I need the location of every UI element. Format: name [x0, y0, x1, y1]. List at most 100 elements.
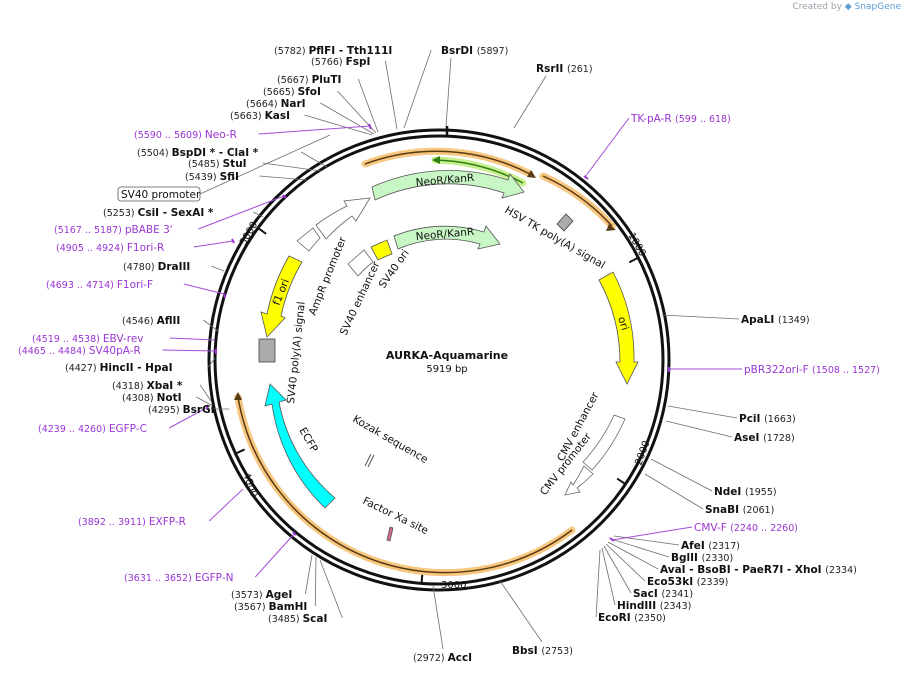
site-leader: [607, 541, 659, 570]
tick-label: 1000: [625, 231, 647, 259]
kozak-mark-2: [367, 454, 375, 468]
site-position: (2334): [825, 565, 857, 576]
boxed-label-text: SV40 promoter: [121, 189, 201, 201]
site-leader: [199, 384, 212, 402]
site-leader: [499, 580, 543, 643]
site-text: SnaBI (2061): [705, 504, 774, 516]
site-position: (3485): [268, 614, 303, 625]
site-position: (5663): [230, 111, 265, 122]
site-label: (4427) HincII - HpaI: [65, 362, 172, 374]
site-label: SnaBI (2061): [705, 504, 774, 516]
site-position: (4318): [112, 381, 147, 392]
site-label: (4546) AflII: [122, 315, 180, 327]
primer-leader: [198, 195, 285, 230]
site-text: BglII (2330): [671, 552, 733, 564]
site-label: (5665) SfoI: [263, 86, 321, 98]
boxed-label-frame: [117, 186, 201, 202]
primer-mark-cmv-f: [609, 537, 615, 542]
feature-label-kozak: Kozak sequence: [351, 413, 430, 466]
snapgene-logo-icon: ◆: [844, 2, 852, 12]
site-text: (5485) StuI: [188, 158, 247, 170]
credit-prefix: Created by: [792, 2, 842, 12]
site-position: (2339): [697, 577, 729, 588]
boxed-label-leader: [199, 134, 331, 195]
site-name: SfiI: [220, 171, 239, 183]
site-text: (5253) CsiI - SexAI *: [103, 207, 214, 219]
primer-label: (5590 .. 5609) Neo-R: [134, 129, 237, 141]
site-text: ApaLI (1349): [741, 314, 810, 326]
site-name: SacI: [633, 588, 661, 600]
site-text: (3573) AgeI: [231, 589, 292, 601]
site-leader: [357, 78, 379, 133]
site-leader: [300, 151, 328, 168]
primer-label: (3892 .. 3911) EXFP-R: [78, 516, 186, 528]
site-position: (1349): [778, 315, 810, 326]
feature-label-neor-inner: NeoR/KanR: [415, 226, 474, 243]
primer-label: (3631 .. 3652) EGFP-N: [124, 572, 233, 584]
backbone-outer: [207, 128, 671, 592]
site-text: (3485) ScaI: [268, 613, 327, 625]
primer-range: (4519 .. 4538): [32, 334, 103, 345]
primer-leader: [254, 532, 296, 578]
cmv-promoter-arrow: [564, 465, 594, 496]
sv40-polya-block: [258, 338, 276, 363]
feature-label-f1-ori: f1 ori: [271, 277, 292, 307]
site-text: (5504) BspDI * - ClaI *: [137, 147, 259, 159]
site-position: (3567): [234, 602, 269, 613]
primer-text: CMV-F (2240 .. 2260): [694, 522, 798, 534]
site-name: NdeI: [714, 486, 745, 498]
site-name: FspI: [346, 56, 371, 68]
primer-mark-egfp-c: [206, 404, 209, 411]
site-name: StuI: [223, 158, 247, 170]
primer-text: pBR322ori-F (1508 .. 1527): [744, 364, 880, 376]
primer-mark-neo-r: [368, 123, 372, 130]
primer-name: F1ori-F: [117, 279, 153, 291]
site-name: AflII: [157, 315, 181, 327]
site-label: (3485) ScaI: [268, 613, 327, 625]
site-name: AfeI: [681, 540, 708, 552]
neor-inner-arrow: [393, 225, 501, 250]
site-text: BsrDI (5897): [441, 45, 508, 57]
tick-mark: [616, 477, 626, 485]
site-leader: [305, 554, 313, 595]
orf-top-line: [364, 150, 531, 175]
site-label: BglII (2330): [671, 552, 733, 564]
primer-label: TK-pA-R (599 .. 618): [630, 113, 731, 125]
site-text: NdeI (1955): [714, 486, 777, 498]
site-text: (4308) NotI: [122, 392, 182, 404]
primer-name: EGFP-C: [109, 423, 147, 435]
site-name: Eco53kI: [647, 576, 697, 588]
ampr-promoter-arrow-2: [315, 197, 371, 240]
site-name: AgeI: [266, 589, 293, 601]
site-position: (2341): [661, 589, 693, 600]
site-name: BsrGI: [183, 404, 215, 416]
site-text: (4295) BsrGI: [148, 404, 215, 416]
feature-label-ecfp: ECFP: [296, 426, 320, 455]
site-label: AvaI - BsoBI - PaeR7I - XhoI (2334): [660, 564, 857, 576]
site-leader: [385, 60, 398, 130]
site-label: (5782) PflFI - Tth111I: [274, 45, 392, 57]
site-label: (3567) BamHI: [234, 601, 307, 613]
site-text: HindIII (2343): [617, 600, 691, 612]
primer-label: (4239 .. 4260) EGFP-C: [38, 423, 147, 435]
tick-mark: [628, 257, 638, 264]
site-leader: [605, 543, 646, 582]
cmv-enhancer-arrow: [582, 414, 626, 471]
site-name: BspDI * - ClaI *: [172, 147, 259, 159]
site-leader: [603, 545, 632, 594]
backbone-inner: [213, 134, 665, 586]
orf-bottom-glow: [234, 393, 576, 577]
feature-label-ori: ori: [615, 315, 631, 332]
site-name: KasI: [265, 110, 290, 122]
primer-leader: [611, 526, 693, 541]
site-position: (4308): [122, 393, 157, 404]
primer-leader: [183, 283, 225, 295]
site-text: (5439) SfiI: [185, 171, 239, 183]
site-leader: [644, 473, 704, 510]
site-label: (5766) FspI: [311, 56, 370, 68]
site-text: EcoRI (2350): [598, 612, 666, 624]
site-name: ApaLI: [741, 314, 778, 326]
site-label: (4308) NotI: [122, 392, 182, 404]
site-name: AccI: [448, 652, 472, 664]
sv40-enhancer-arrow: [347, 249, 374, 277]
